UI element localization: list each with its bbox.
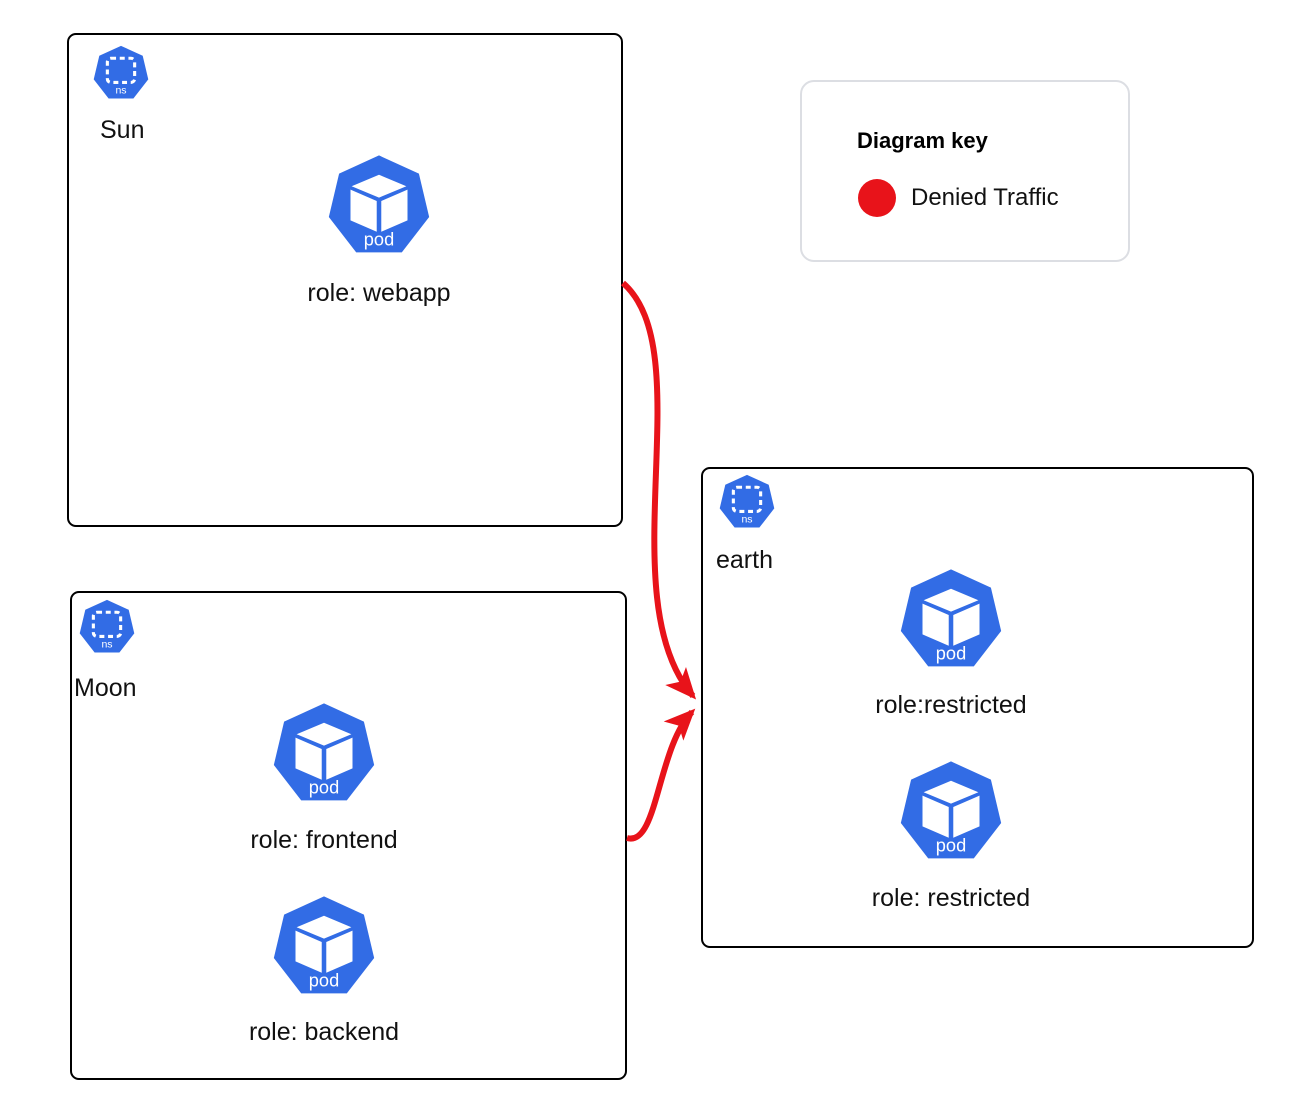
svg-text:pod: pod xyxy=(936,642,966,663)
pod-icon-moon-backend[interactable]: pod xyxy=(267,893,381,1007)
edge-moon-to-earth-denied xyxy=(626,708,696,842)
edge-sun-to-earth-denied xyxy=(621,280,697,700)
pod-icon-earth-restricted-2[interactable]: pod xyxy=(894,758,1008,872)
svg-text:ns: ns xyxy=(741,514,752,526)
pod-label-earth-restricted-1: role:restricted xyxy=(875,691,1027,719)
pod-icon-moon-frontend[interactable]: pod xyxy=(267,700,381,814)
pod-icon-sun-webapp[interactable]: pod xyxy=(322,152,436,266)
svg-text:pod: pod xyxy=(309,969,339,990)
svg-text:pod: pod xyxy=(936,834,966,855)
namespace-icon-earth[interactable]: ns xyxy=(716,473,778,535)
legend-label-denied-traffic: Denied Traffic xyxy=(911,184,1059,211)
svg-text:pod: pod xyxy=(364,228,394,249)
namespace-label-moon: Moon xyxy=(74,674,137,702)
svg-text:ns: ns xyxy=(115,85,126,97)
pod-label-moon-backend: role: backend xyxy=(248,1018,400,1046)
svg-text:ns: ns xyxy=(101,639,112,651)
svg-text:pod: pod xyxy=(309,776,339,797)
namespace-box-moon[interactable] xyxy=(70,591,627,1080)
legend-swatch-denied-traffic xyxy=(858,179,896,217)
namespace-icon-sun[interactable]: ns xyxy=(90,44,152,106)
pod-label-earth-restricted-2: role: restricted xyxy=(871,884,1031,912)
legend-title: Diagram key xyxy=(857,128,988,153)
namespace-icon-moon[interactable]: ns xyxy=(76,598,138,660)
namespace-box-earth[interactable] xyxy=(701,467,1254,948)
namespace-box-sun[interactable] xyxy=(67,33,623,527)
namespace-label-earth: earth xyxy=(716,546,773,574)
namespace-label-sun: Sun xyxy=(100,116,145,144)
legend-box xyxy=(800,80,1130,262)
pod-label-sun-webapp: role: webapp xyxy=(307,279,451,307)
pod-icon-earth-restricted-1[interactable]: pod xyxy=(894,566,1008,680)
pod-label-moon-frontend: role: frontend xyxy=(250,826,398,854)
